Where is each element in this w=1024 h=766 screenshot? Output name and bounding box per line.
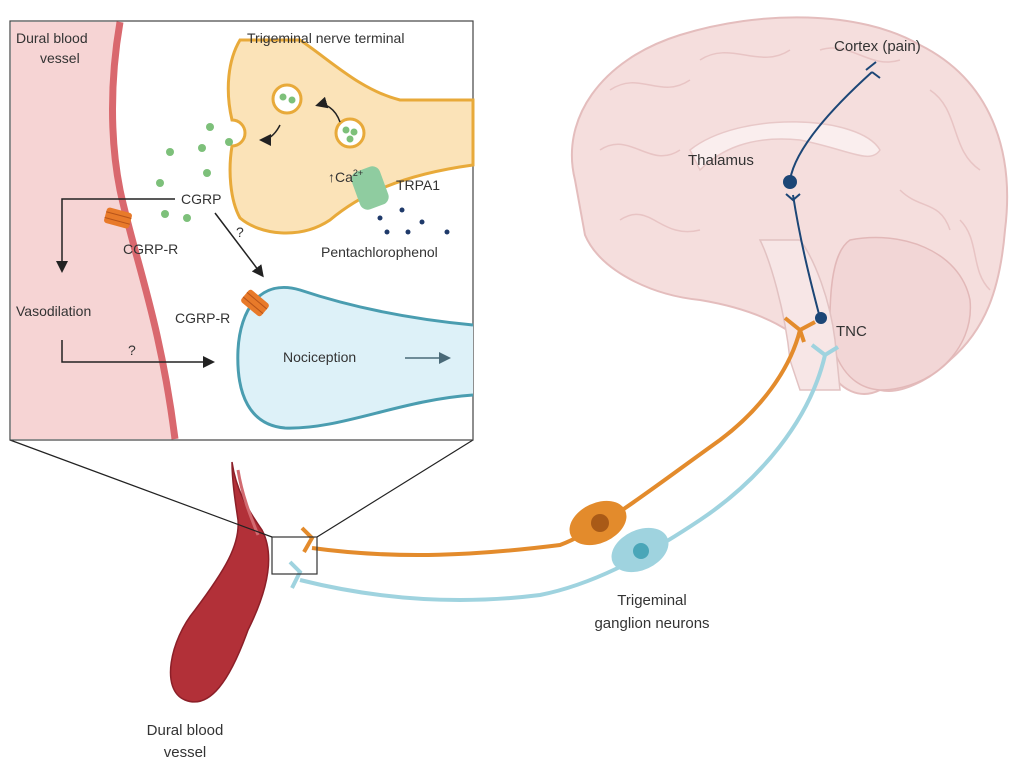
terminal-label: Trigeminal nerve terminal — [247, 30, 404, 46]
central-pain-pathway — [783, 61, 881, 324]
cortex-terminal-icon — [865, 61, 881, 79]
corpus-callosum — [689, 121, 881, 172]
cgrp-label: CGRP — [181, 191, 221, 207]
vessel-label-line2: vessel — [164, 744, 207, 761]
pentachlorophenol-label: Pentachlorophenol — [321, 244, 438, 260]
inset-vessel-wall — [109, 21, 179, 440]
tnc-neuron-icon — [815, 312, 827, 324]
tnc-label: TNC — [836, 323, 867, 340]
ganglion-label-line1: Trigeminal — [617, 592, 686, 609]
question-mark-cgrp: ? — [236, 224, 244, 240]
blue-peripheral-terminal-icon — [288, 560, 303, 589]
ganglion-label-line2: ganglion neurons — [594, 615, 709, 632]
nociception-label: Nociception — [283, 349, 356, 365]
orange-peripheral-terminal-icon — [300, 526, 315, 553]
vesicle-2 — [334, 117, 366, 149]
orange-neuron — [300, 316, 816, 557]
trpa1-label: TRPA1 — [396, 177, 440, 193]
inset-vessel — [11, 22, 175, 439]
zoom-connector-left — [9, 439, 273, 538]
zoom-connector-right — [316, 439, 474, 538]
cgrp-r-vessel-label: CGRP-R — [123, 241, 178, 257]
inset-vessel-label-line1: Dural blood — [16, 30, 88, 46]
zoom-region-box — [271, 536, 318, 575]
cgrp-receptor-neuron-icon — [241, 289, 269, 317]
cgrp-peptides — [156, 123, 233, 222]
arrow-to-vasodilation — [56, 198, 175, 273]
cgrp-receptor-vessel-icon — [104, 207, 132, 229]
inset-panel — [9, 20, 475, 441]
orange-nucleus — [591, 514, 609, 532]
arrow-vasodilation-to-nociception — [61, 340, 215, 368]
nociceptor-terminal — [236, 286, 474, 430]
brain-cerebellum — [829, 236, 972, 391]
thalamus-neuron-icon — [783, 175, 797, 189]
vessel-label-line1: Dural blood — [147, 722, 224, 739]
dural-artery — [169, 461, 270, 703]
cortex-label: Cortex (pain) — [834, 38, 921, 55]
vasodilation-label: Vasodilation — [16, 303, 91, 319]
trpa1-channel-icon — [351, 166, 389, 210]
blue-central-terminal-icon — [810, 343, 840, 358]
arrow-to-nociceptor — [214, 212, 264, 278]
question-mark-vasodilation: ? — [128, 342, 136, 358]
gyri — [599, 47, 991, 291]
orange-central-terminal-icon — [783, 316, 816, 343]
inset-vessel-label-line2: vessel — [40, 50, 80, 66]
blue-neuron — [288, 343, 840, 602]
cgrp-r-neuron-label: CGRP-R — [175, 310, 230, 326]
vesicle-1 — [271, 83, 303, 115]
thalamus-label: Thalamus — [688, 152, 754, 169]
brain — [570, 16, 1009, 395]
blue-nucleus — [633, 543, 649, 559]
pentachlorophenol-molecules — [377, 207, 450, 235]
